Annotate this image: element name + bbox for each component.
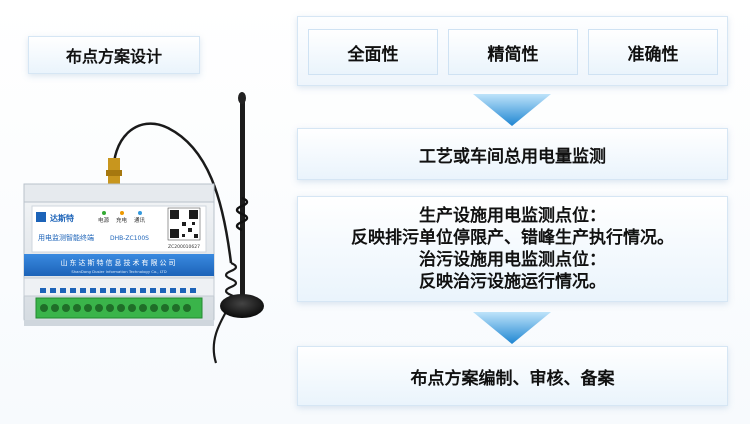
- serial-number: ZC200010627: [168, 244, 200, 250]
- model-number: DHB-ZC100S: [110, 235, 149, 242]
- indicator-charge-label: 充电: [116, 216, 128, 224]
- qr-code-icon: [167, 207, 201, 241]
- brand-name: 达斯特: [50, 213, 74, 223]
- down-arrow-icon: [473, 312, 551, 344]
- power-monitoring-terminal-image: 达斯特 电源 充电 通讯 用电监测智能终端 DHB-ZC100S ZC20001…: [23, 92, 264, 364]
- company-name: 山东达斯特信息技术有限公司: [61, 258, 178, 267]
- production-points-desc: 反映排污单位停限产、错峰生产执行情况。: [351, 228, 674, 248]
- treatment-points-desc: 反映治污设施运行情况。: [419, 272, 606, 292]
- indicator-comm-label: 通讯: [134, 216, 146, 224]
- terminal-block: [35, 297, 203, 319]
- step-total-power-monitoring: 工艺或车间总用电量监测: [297, 128, 728, 180]
- step-monitoring-points: 生产设施用电监测点位： 反映排污单位停限产、错峰生产执行情况。 治污设施用电监测…: [297, 196, 728, 302]
- antenna-base: [220, 294, 264, 318]
- criteria-concise: 精简性: [448, 29, 578, 75]
- brand-logo-icon: [36, 212, 46, 222]
- production-points-label: 生产设施用电监测点位：: [419, 206, 606, 226]
- page-title: 布点方案设计: [28, 36, 200, 74]
- criteria-comprehensive: 全面性: [308, 29, 438, 75]
- criteria-panel: 全面性 精简性 准确性: [297, 16, 728, 86]
- indicator-power-label: 电源: [98, 216, 110, 224]
- step-plan-approval: 布点方案编制、审核、备案: [297, 346, 728, 406]
- company-name-en: ShanDong Dusier Information Technology C…: [71, 269, 166, 274]
- antenna-cable: [112, 122, 233, 264]
- down-arrow-icon: [473, 94, 551, 126]
- criteria-accurate: 准确性: [588, 29, 718, 75]
- treatment-points-label: 治污设施用电监测点位：: [419, 250, 606, 270]
- product-name: 用电监测智能终端: [38, 233, 94, 242]
